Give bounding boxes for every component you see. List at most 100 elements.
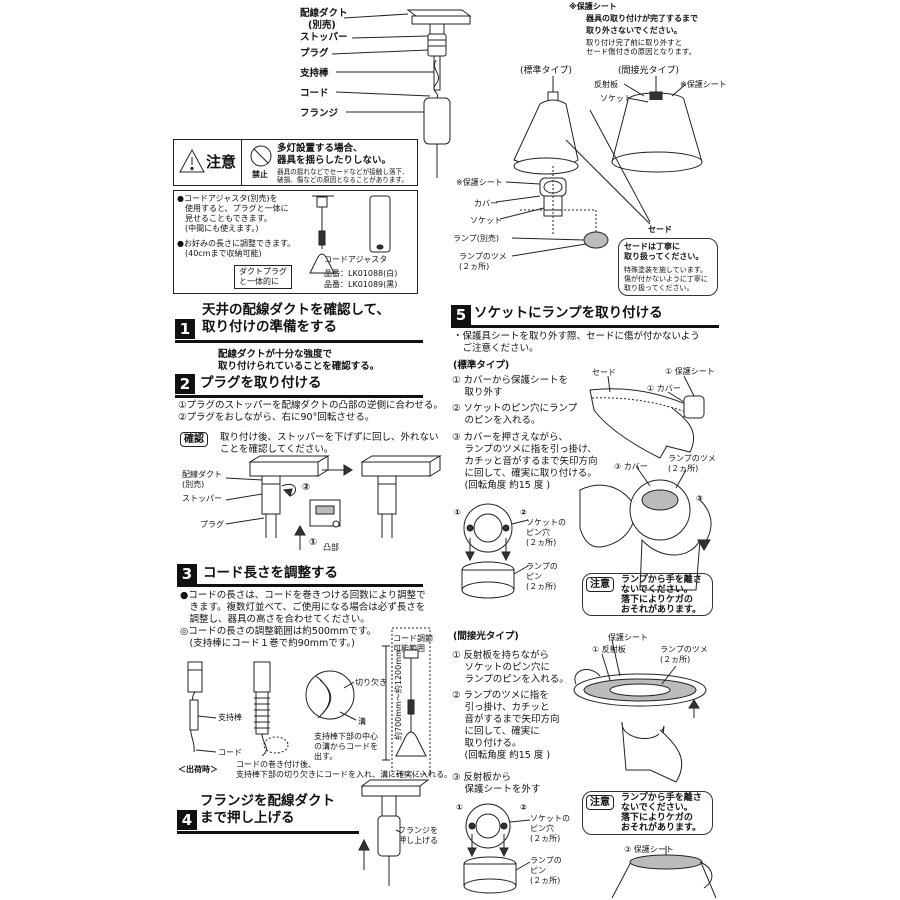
step-2-title: プラグを取り付ける: [200, 375, 322, 391]
step-3-cord-label: コード: [218, 748, 242, 757]
step-1-number: 1: [175, 319, 195, 339]
caution-sub: 器具の揺れなどでセードなどが接触し落下、 破損、傷などの原因となることがあります…: [277, 168, 409, 184]
indirect-protect-label: 保護シート: [608, 633, 648, 642]
step-1-bar: [175, 340, 423, 343]
indirect-caution-text: ランプから手を離さ ないでください。 落下によりケガの おそれがあります。: [621, 793, 702, 833]
diagram-claws-label: ランプのツメ (２ヵ所): [459, 252, 507, 271]
indirect-marker-1: ①: [456, 803, 463, 812]
standard-socket-drawing: [461, 503, 529, 599]
standard-marker-2: ②: [520, 508, 527, 517]
standard-step-1: ① カバーから保護シートを 取り外す: [452, 375, 569, 398]
indirect-claws-label: ランプのツメ (２ヵ所): [660, 645, 708, 664]
standard-claws-label: ランプのツメ (２ヵ所): [668, 454, 716, 473]
adjuster-note1: ●コードアジャスタ(別売)を 使用すると、プラグと一体に 見せることもできます。…: [177, 194, 289, 233]
step-2-drawing: [225, 455, 442, 550]
warning-triangle-icon: [179, 148, 205, 173]
step-4-title: フランジを配線ダクト まで押し上げる: [200, 793, 335, 826]
step-1-text: 配線ダクトが十分な強度で 取り付けられていることを確認する。: [218, 349, 380, 372]
step-3-text: ●コードの長さは、コードを巻きつける回数により調整で きます。複数灯並べて、ご使…: [180, 590, 426, 649]
protect-sheet-line3: 取り付け完了前に取り外すと セード傷付きの原因となります。: [586, 38, 696, 56]
part-flange-label: フランジ: [300, 108, 339, 119]
step-2-number: 2: [175, 374, 195, 394]
diagram-socket2-label: ソケット: [470, 216, 502, 225]
shade-note-box: セードは丁寧に 取り扱ってください。 特殊塗装を施しています。 傷が付かないよう…: [618, 238, 718, 296]
diagram-socket-label: ソケット: [600, 94, 632, 103]
standard-pin-hole-label: ソケットの ピン穴 (２ヵ所): [526, 518, 566, 547]
prohibition-icon: [250, 145, 272, 167]
step-2-check-text: 取り付け後、ストッパーを下げずに回し、外れない ことを確認してください。: [220, 432, 439, 455]
parts-drawing: [331, 9, 472, 178]
diagram-indirect-label: (間接光タイプ): [618, 66, 680, 76]
caution-line1: 多灯設置する場合、: [277, 143, 363, 154]
part-stopper-label: ストッパー: [300, 32, 348, 43]
step-3-rod-label: 支持棒: [218, 713, 242, 722]
step-2-plug-label: プラグ: [200, 520, 224, 529]
step-4-bar: [177, 831, 359, 834]
standard-pin-label: ランプの ピン (２ヵ所): [526, 562, 558, 591]
diagram-standard-label: (標準タイプ): [520, 66, 573, 76]
protect-sheet-line2: 取り外さないでください。: [586, 26, 682, 35]
standard-marker-3: ③: [696, 494, 703, 503]
indirect-protect3-label: ③ 保護シート: [624, 845, 674, 854]
caution-label-cell: 注意: [174, 140, 242, 185]
indirect-step-3: ③ 反射板から 保護シートを外す: [452, 772, 541, 795]
adjuster-part-white: 品番：LK01088(白): [324, 269, 398, 278]
step-5-title: ソケットにランプを取り付ける: [474, 305, 663, 321]
standard-shade-drawing: [589, 375, 705, 459]
indirect-pin-label: ランプの ピン (２ヵ所): [530, 856, 562, 885]
indirect-step-2: ② ランプのツメに指を 引っ掛け、カチッと 音がするまで矢印方向 に回して、確実…: [452, 690, 560, 761]
step-4-drawing: [358, 779, 430, 886]
diagram-reflector-label: 反射板: [594, 80, 618, 89]
step-4-number: 4: [177, 810, 197, 830]
step-2-convex-label: 凸部: [323, 543, 339, 552]
indirect-pin-hole-label: ソケットの ピン穴 (２ヵ所): [530, 814, 570, 843]
standard-caution-box: 注意 ランプから手を離さ ないでください。 落下によりケガの おそれがあります。: [582, 573, 713, 616]
step-2-stopper-label: ストッパー: [182, 494, 222, 503]
part-duct-label: 配線ダクト: [300, 8, 348, 19]
shade-note: セードは丁寧に 取り扱ってください。: [624, 242, 704, 261]
indirect-type-title: (間接光タイプ): [453, 631, 519, 642]
step-3-range-value: 約700mm〜約1200mm: [394, 649, 403, 740]
part-cord-label: コード: [300, 88, 329, 99]
indirect-reflector-drawing: [573, 639, 707, 783]
step-3-number: 3: [177, 564, 197, 584]
standard-cover3-label: ③ カバー: [614, 462, 648, 471]
step-3-drawing: [187, 627, 431, 775]
step-2-marker-2: ②: [302, 482, 311, 493]
step-4-push-label: フランジを 押し上げる: [398, 826, 438, 845]
adjuster-lamp-drawing: [309, 195, 335, 274]
indirect-bottom-drawing: [611, 846, 717, 899]
indirect-socket-drawing: [463, 803, 531, 894]
diagram-shade-label: セード: [648, 225, 672, 234]
step-3-notch-label: 切り欠き: [355, 678, 387, 687]
step-5-intro: ・保護具シートを取り外す際、セードに傷が付かないよう ご注意ください。: [453, 331, 700, 354]
step-3-groove-note: 支持棒下部の中心 の溝からコードを 出す。: [314, 732, 378, 761]
part-plug-label: プラグ: [300, 48, 329, 59]
shade-drawing: [495, 76, 703, 257]
caution-line2: 器具を揺らしたりしない。: [277, 155, 392, 166]
part-rod-label: 支持棒: [300, 68, 329, 79]
indirect-step-1: ① 反射板を持ちながら ソケットのピン穴に ランプのピンを入れる。: [452, 650, 569, 685]
standard-type-title: (標準タイプ): [453, 360, 510, 371]
shade-note-sub: 特殊塗装を施しています。 傷が付かないように丁寧に 取り扱ってください。: [624, 266, 708, 292]
step-2-bar: [175, 395, 423, 398]
step-5-number: 5: [451, 305, 471, 325]
standard-shade-label: セード: [592, 368, 616, 377]
step-3-range-label: コード調節 可能範囲: [393, 634, 433, 653]
adjuster-note2: ●お好みの長さに調整できます。 (40cmまで収納可能): [177, 239, 296, 258]
indirect-marker-2: ②: [520, 803, 527, 812]
part-duct-sold-label: (別売): [308, 20, 336, 31]
adjuster-combined: ダクトプラグ と一体的に: [234, 265, 292, 289]
step-3-wind-note: コードの巻き付け後、 支持棒下部の切り欠きにコードを入れ、溝に確実に入れる。: [236, 760, 453, 779]
indirect-reflector-label: ① 反射板: [592, 645, 626, 654]
diagram-cover-label: カバー: [474, 199, 498, 208]
adjuster-part-black: 品番：LK01089(黒): [324, 280, 398, 289]
step-1-title: 天井の配線ダクトを確認して、 取り付けの準備をする: [202, 302, 390, 335]
step-2-text: ①プラグのストッパーを配線ダクトの凸部の逆側に合わせる。 ②プラグをおしながら、…: [178, 400, 444, 423]
diagram-lamp-label: ランプ(別売): [453, 234, 500, 243]
standard-step-2: ② ソケットのピン穴にランプ のピンを入れる。: [452, 403, 578, 426]
protect-sheet-title: ※保護シート: [569, 2, 617, 11]
adjuster-cylinder: [369, 195, 391, 253]
step-3-shipping-label: ＜出荷時＞: [178, 765, 218, 774]
step-5-bar: [451, 325, 719, 328]
